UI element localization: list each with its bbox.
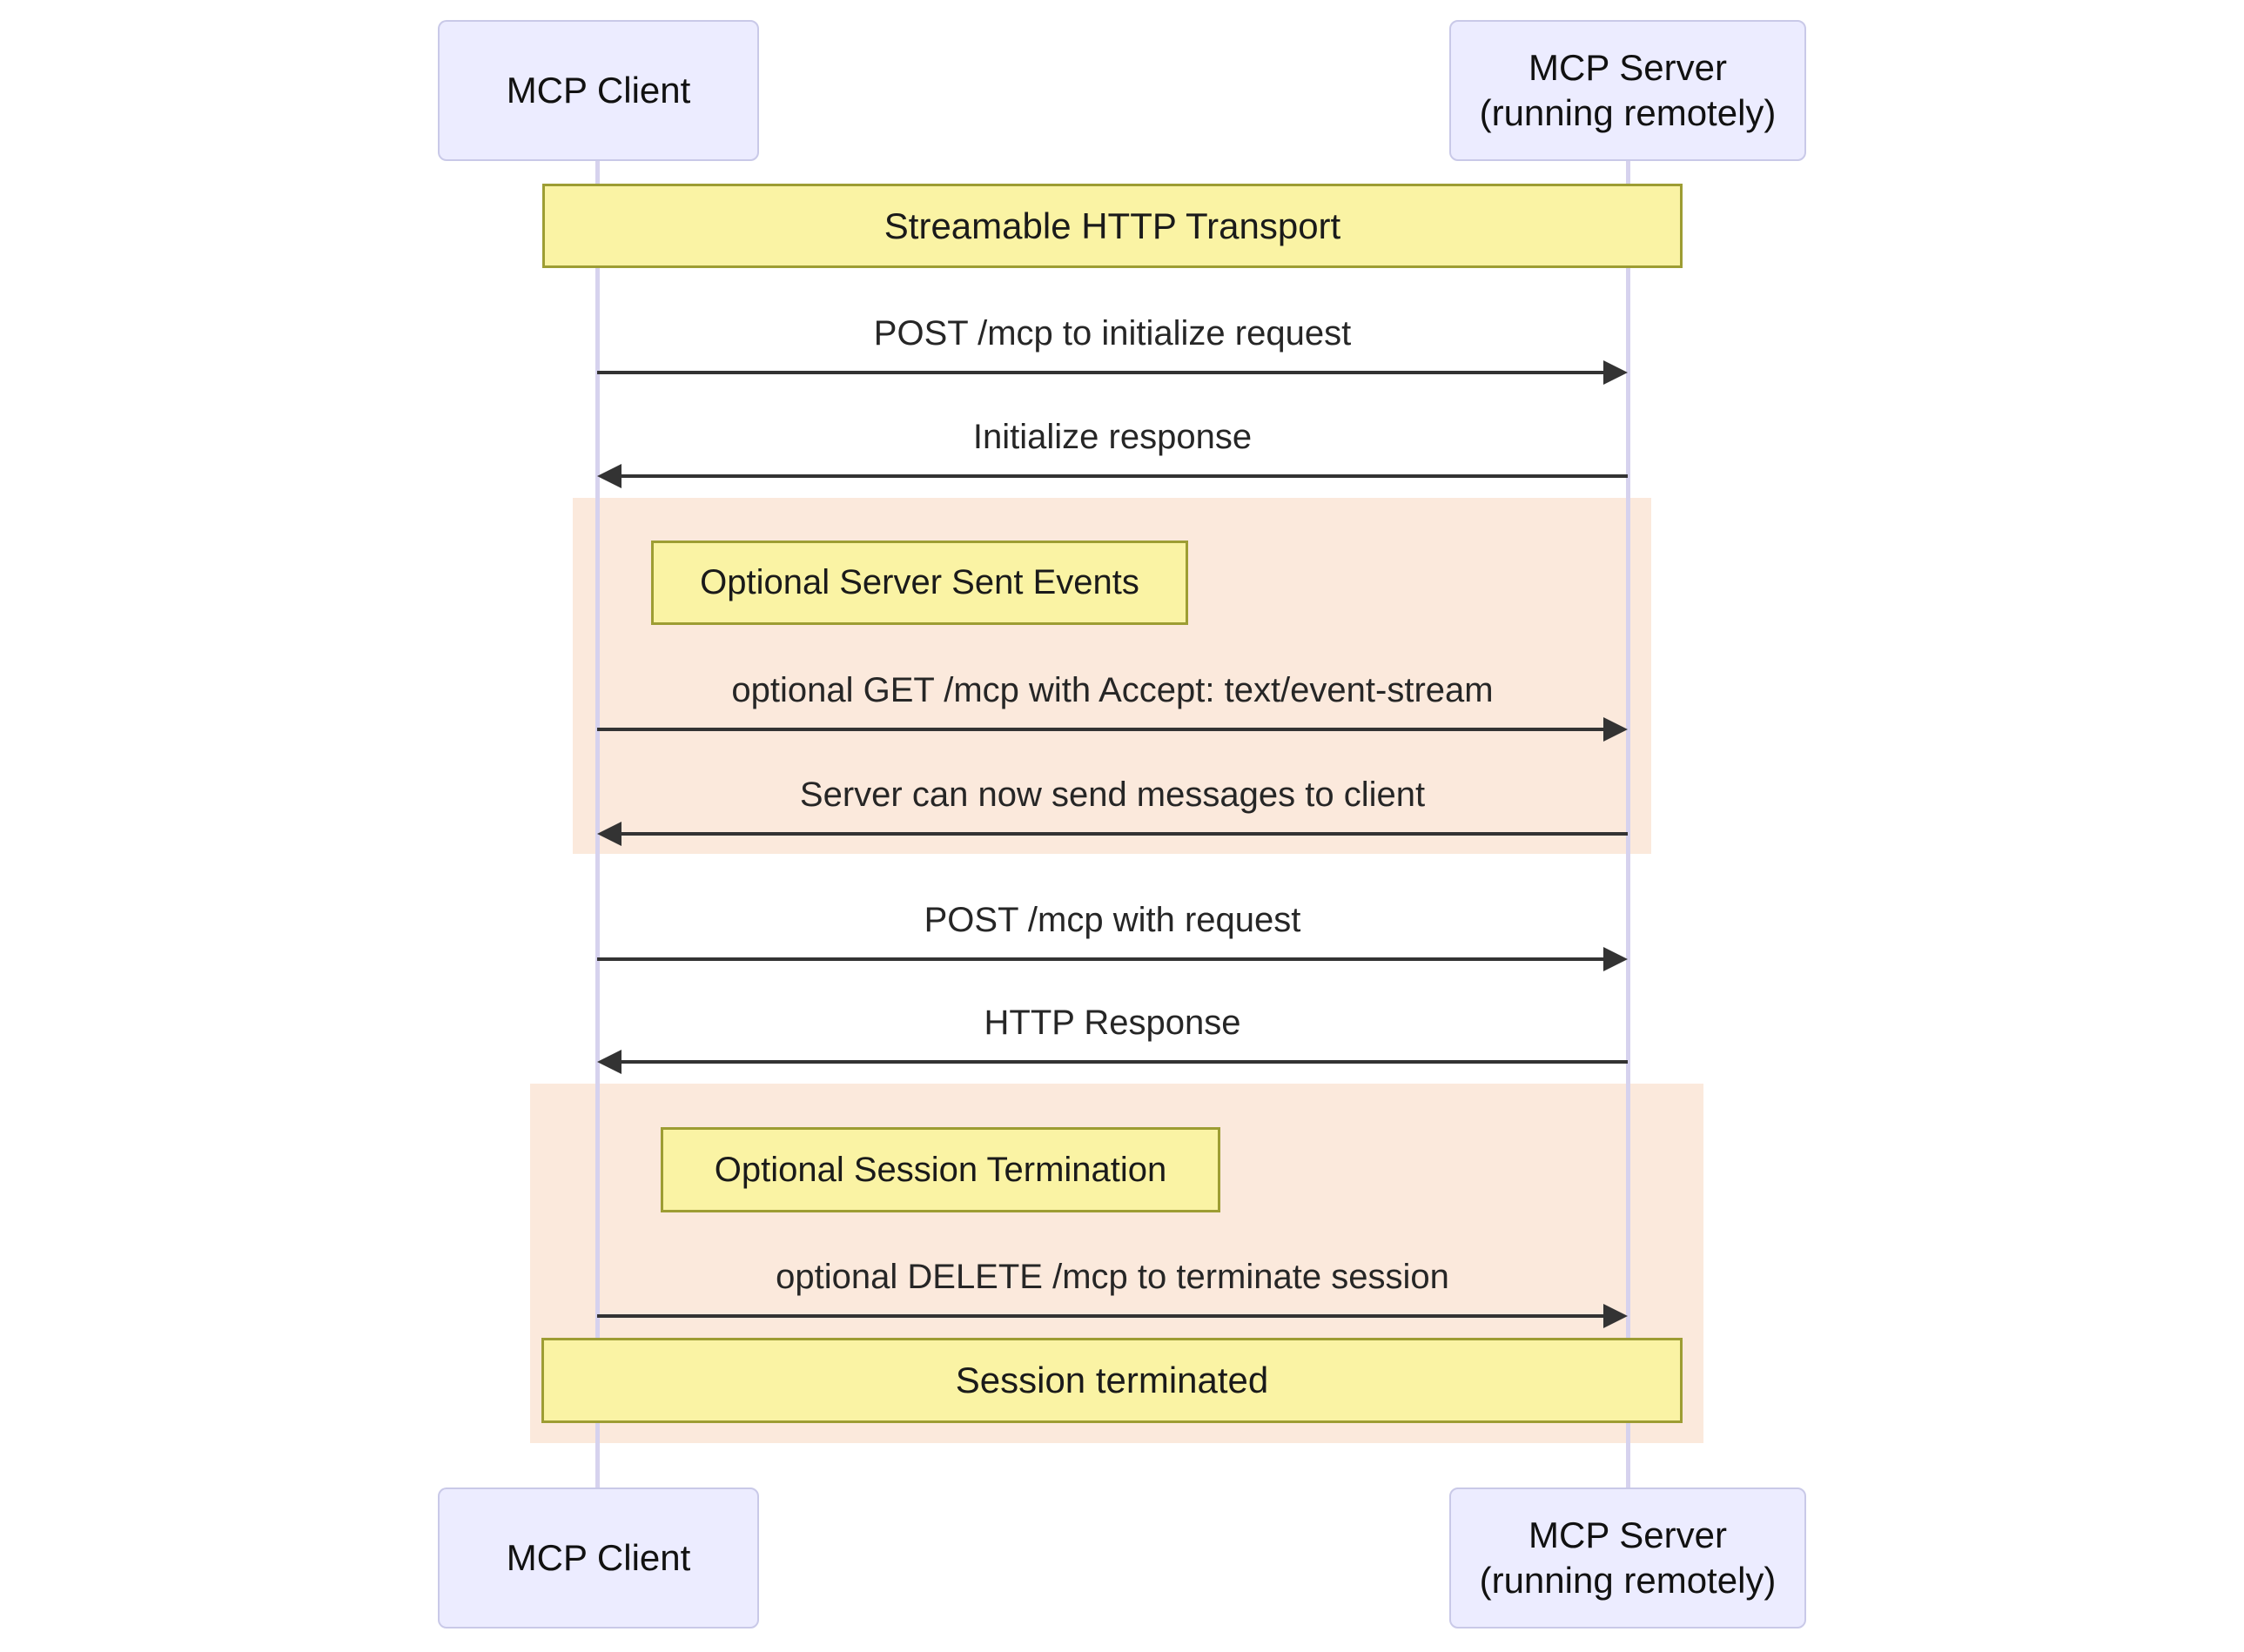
participant-mcp-client-top: MCP Client (438, 20, 759, 161)
arrow-line (597, 957, 1605, 961)
arrowhead-right-icon (1603, 717, 1628, 742)
participant-mcp-client-bottom: MCP Client (438, 1487, 759, 1628)
participant-mcp-server-top: MCP Server (running remotely) (1449, 20, 1806, 161)
group-label-session-termination: Optional Session Termination (661, 1127, 1220, 1212)
arrowhead-right-icon (1603, 1304, 1628, 1328)
arrowhead-left-icon (597, 464, 621, 488)
message-label: POST /mcp to initialize request (873, 314, 1352, 353)
message-label: Server can now send messages to client (799, 776, 1426, 814)
message-label: optional DELETE /mcp to terminate sessio… (776, 1258, 1449, 1296)
transport-banner: Streamable HTTP Transport (542, 184, 1683, 268)
arrow-line (597, 728, 1605, 731)
message-label: Initialize response (972, 418, 1253, 456)
message-label: HTTP Response (984, 1004, 1241, 1042)
arrowhead-left-icon (597, 1050, 621, 1074)
message-label: optional GET /mcp with Accept: text/even… (731, 671, 1494, 709)
arrow-line (597, 1314, 1605, 1318)
arrowhead-right-icon (1603, 360, 1628, 385)
arrow-line (620, 1060, 1628, 1064)
arrowhead-right-icon (1603, 947, 1628, 971)
participant-mcp-server-bottom: MCP Server (running remotely) (1449, 1487, 1806, 1628)
arrow-line (620, 832, 1628, 836)
arrowhead-left-icon (597, 822, 621, 846)
lifeline-mcp-server (1626, 161, 1630, 1487)
message-label: POST /mcp with request (924, 901, 1301, 939)
note-session-terminated: Session terminated (541, 1338, 1683, 1423)
arrow-line (597, 371, 1605, 374)
group-label-server-sent-events: Optional Server Sent Events (651, 541, 1188, 625)
arrow-line (620, 474, 1628, 478)
